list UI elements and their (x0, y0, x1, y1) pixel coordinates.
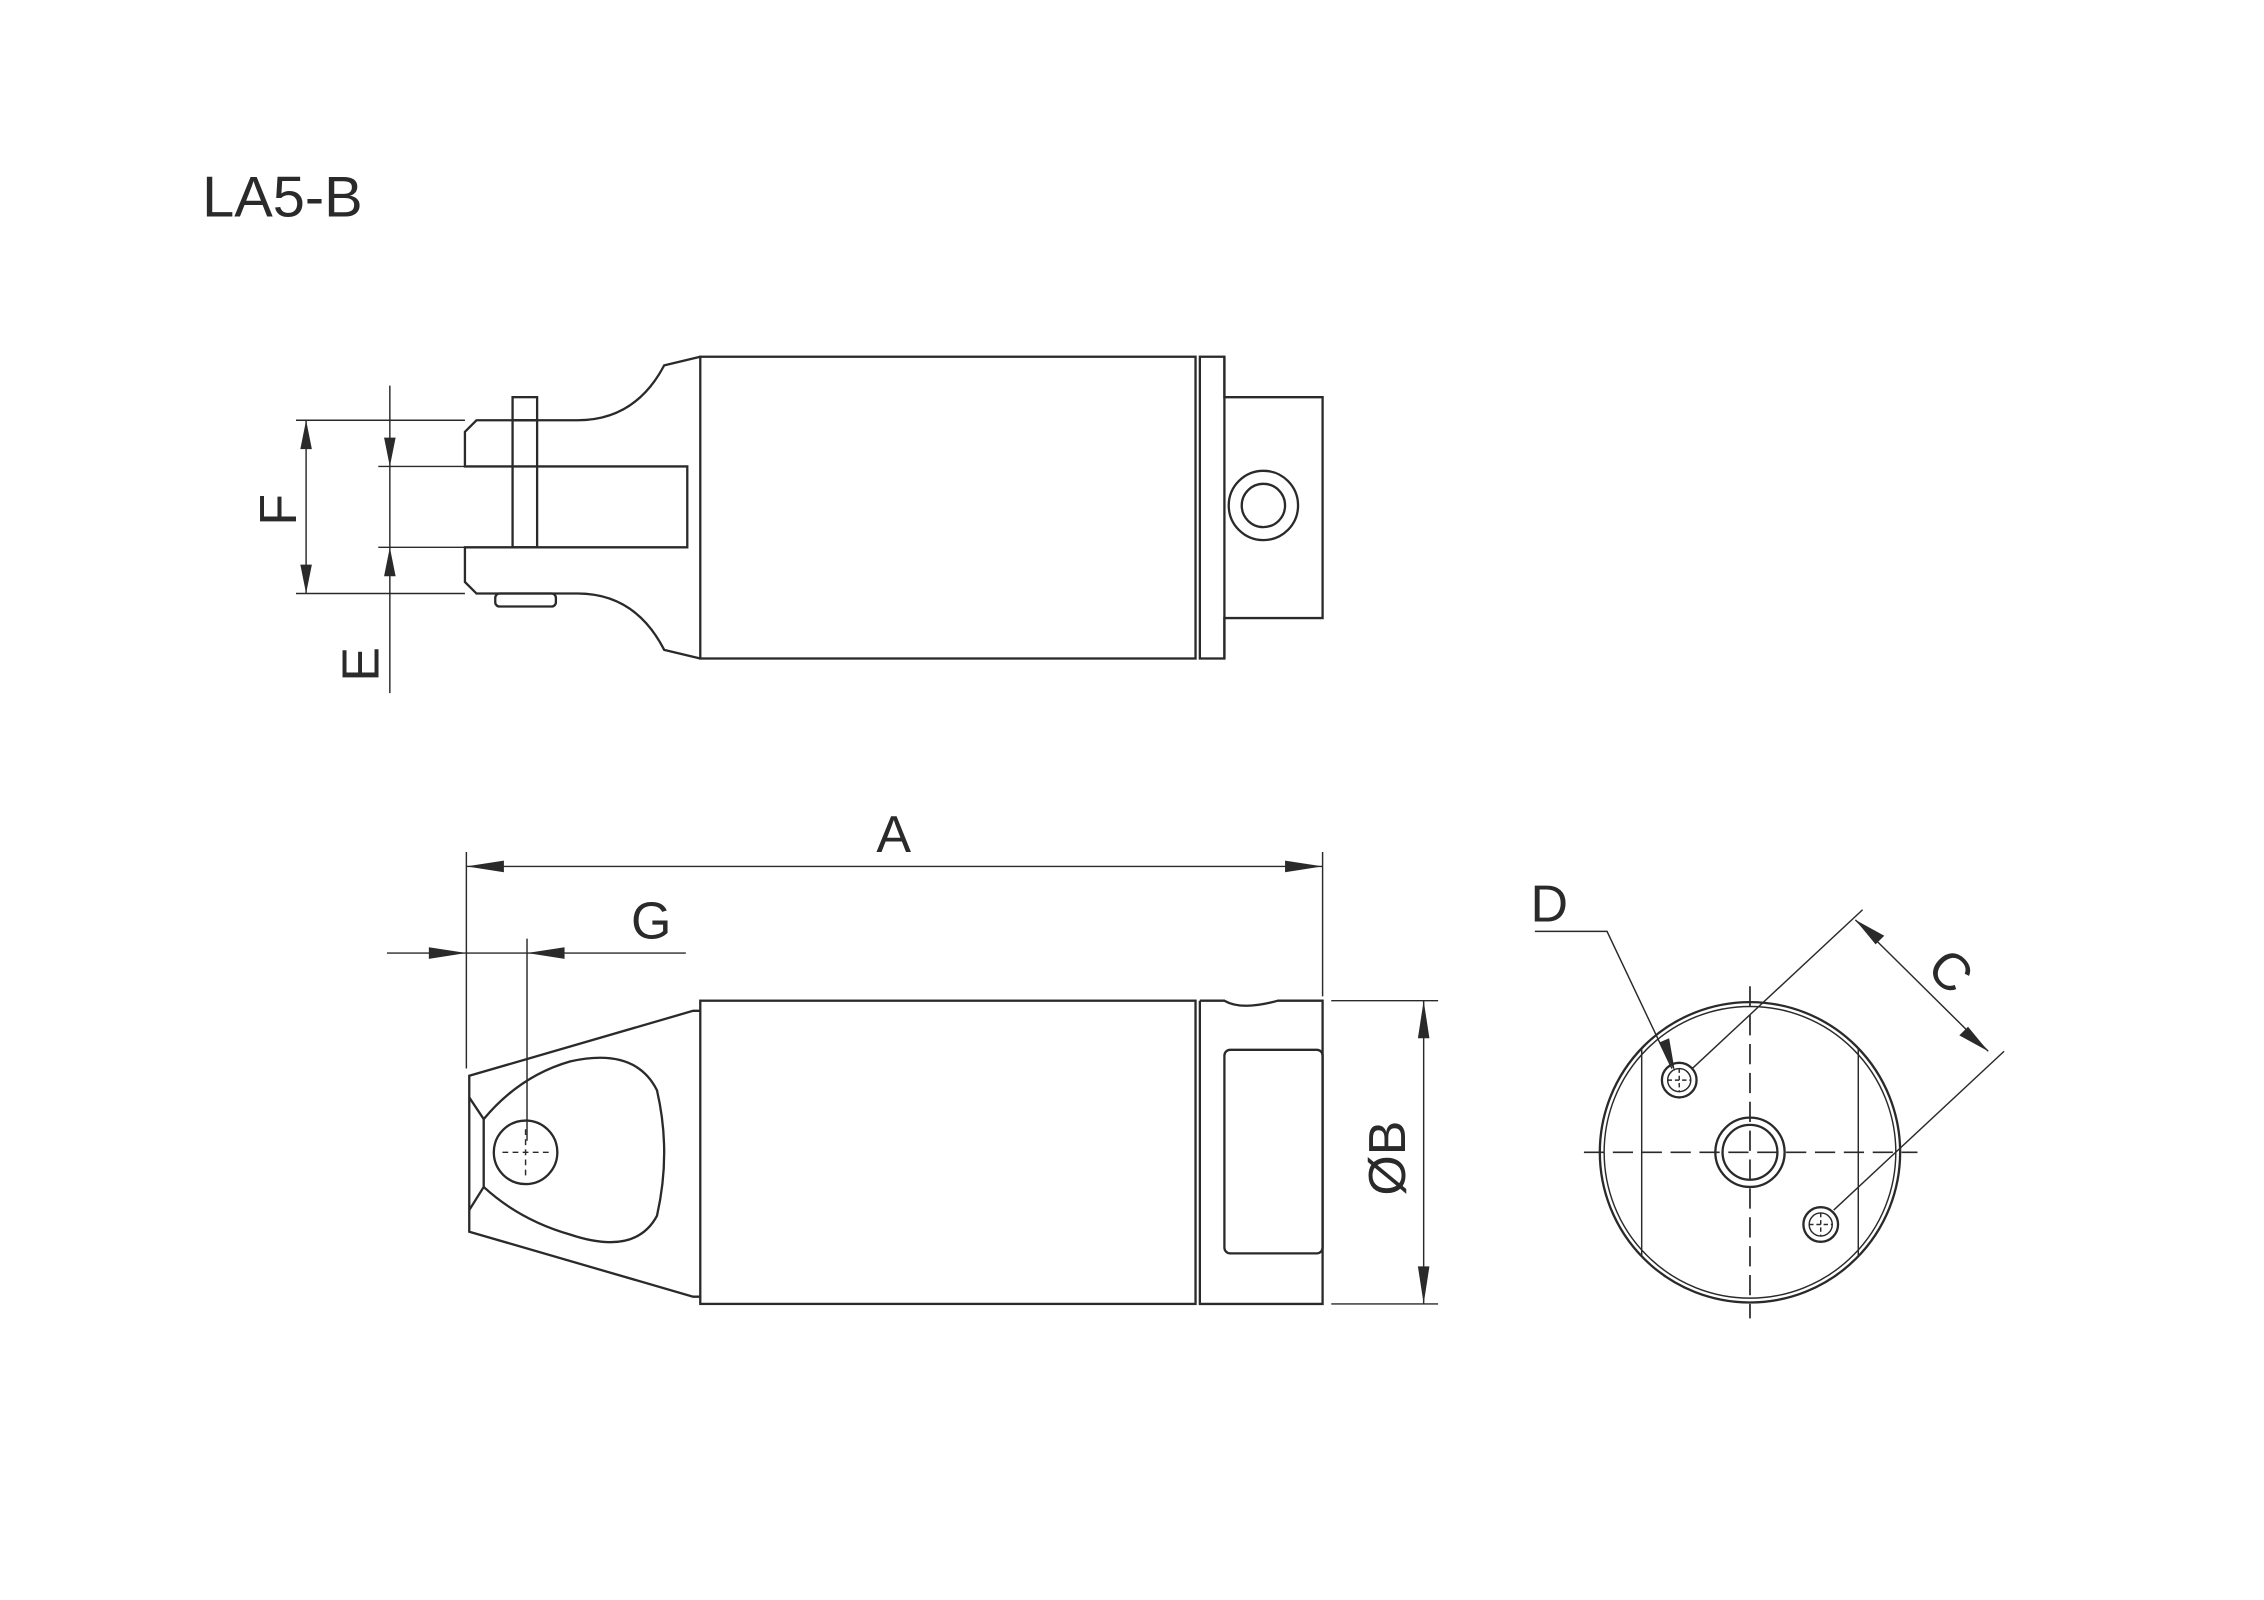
end-view (1583, 986, 1918, 1319)
dimension-g: G (386, 893, 686, 1141)
dimension-label-e: E (332, 647, 390, 682)
side-view (468, 999, 1324, 1306)
dimension-label-b: ØB (1359, 1121, 1417, 1196)
dimension-d: D (1531, 875, 1675, 1072)
dimension-label-a: A (876, 806, 911, 864)
dimension-label-c: C (1916, 938, 1984, 1006)
dimension-label-f: F (250, 494, 308, 526)
dimension-label-g: G (631, 893, 671, 951)
drawing-title: LA5-B (202, 166, 363, 230)
dimension-label-d: D (1531, 875, 1569, 933)
dimension-c: C (1691, 909, 2005, 1211)
dimension-b: ØB (1331, 999, 1439, 1305)
dimension-f: F (250, 419, 465, 595)
top-view (463, 355, 1324, 660)
dimension-e: E (332, 385, 465, 694)
dimension-a: A (465, 806, 1324, 1069)
